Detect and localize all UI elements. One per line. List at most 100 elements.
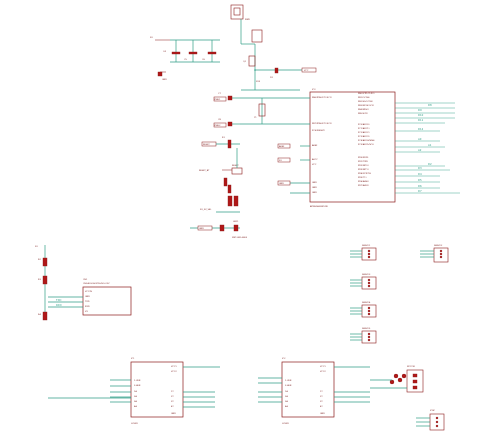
power-led: GND LED1 SMT-LED-0805 [190, 221, 248, 239]
usb-serial-section: CH1 CH340G-SSOP16-NO-OSC VCC3V GND TXD R… [35, 245, 132, 321]
svg-text:GND: GND [171, 413, 176, 415]
svg-text:PD3(INT1): PD3(INT1) [358, 169, 369, 171]
svg-text:PD4(XCK/T0): PD4(XCK/T0) [358, 173, 371, 175]
svg-text:5V: 5V [150, 37, 153, 39]
power-connector-label: PWR [245, 19, 250, 21]
svg-text:PD1(TXD): PD1(TXD) [358, 161, 368, 163]
motor-driver-1-part: L293D [131, 423, 138, 425]
svg-text:SERVO5: SERVO5 [362, 328, 371, 330]
svg-text:3Y: 3Y [320, 401, 323, 403]
svg-text:D1: D1 [270, 77, 274, 79]
svg-text:3A: 3A [285, 400, 288, 403]
usb-serial-part: CH340G-SSOP16-NO-OSC [83, 283, 110, 285]
svg-text:1A: 1A [285, 390, 288, 393]
svg-text:PC4(ADC4/SDA): PC4(ADC4/SDA) [358, 139, 375, 142]
reset-switch [231, 167, 243, 175]
svg-text:SERVO3: SERVO3 [362, 274, 371, 276]
svg-text:SERVO1: SERVO1 [362, 245, 371, 247]
net-aref-label: AREF [279, 145, 285, 148]
svg-text:5V: 5V [279, 160, 282, 162]
net-gnd-label: GND [279, 183, 284, 185]
motor-driver-2-ic [281, 361, 335, 418]
net-xtal2-label: XTAL2 [214, 124, 221, 127]
mcu-section: IC3 ATMEGA328P-MU PB6(XTAL1/TOSC1) PB7(X… [190, 89, 460, 239]
header-j2-body [433, 247, 449, 263]
net-xtal1-label: XTAL1 [214, 98, 221, 101]
usb-serial-ic [82, 286, 132, 316]
svg-text:PD7(AIN1): PD7(AIN1) [358, 184, 369, 187]
svg-text:LED1: LED1 [233, 221, 239, 223]
regulator [251, 29, 263, 43]
svg-text:4A: 4A [285, 405, 288, 408]
svg-text:4Y: 4Y [320, 406, 323, 408]
svg-text:VCC3V: VCC3V [85, 291, 93, 293]
svg-text:D4: D4 [418, 172, 422, 176]
motor-driver-1: IC1 L293D 1-2EN 3-4EN 1A 2A 3A 4A VCC1 V… [48, 358, 220, 425]
svg-text:1-2EN: 1-2EN [134, 380, 141, 382]
svg-text:3Y: 3Y [171, 401, 174, 403]
mcu-part-number: ATMEGA328P-MU [310, 205, 328, 208]
svg-text:D8: D8 [428, 103, 432, 107]
svg-text:PB6(XTAL1/TOSC1): PB6(XTAL1/TOSC1) [312, 96, 332, 99]
svg-text:VCC: VCC [312, 164, 317, 166]
svg-text:GND: GND [199, 228, 204, 230]
svg-text:D2: D2 [428, 162, 432, 166]
svg-text:PD2(INT0): PD2(INT0) [358, 165, 369, 167]
crystal [258, 103, 266, 117]
svg-text:R2: R2 [38, 259, 41, 261]
svg-text:RESET_BT: RESET_BT [199, 170, 210, 172]
svg-text:5V_3V_SEL: 5V_3V_SEL [200, 209, 212, 211]
motor-driver-2-part: L293D [282, 423, 289, 425]
svg-text:3-4EN: 3-4EN [285, 385, 292, 387]
header-j6: ICSP [416, 410, 445, 431]
svg-text:PC0(ADC0): PC0(ADC0) [358, 123, 370, 126]
svg-text:ICSP: ICSP [430, 410, 435, 412]
svg-text:D11: D11 [418, 118, 424, 122]
svg-text:A1: A1 [428, 143, 432, 147]
svg-text:PB3(MOSI/OC2): PB3(MOSI/OC2) [358, 105, 374, 107]
svg-text:PC3(ADC3): PC3(ADC3) [358, 135, 370, 138]
svg-text:D3: D3 [418, 166, 422, 170]
svg-text:D5: D5 [418, 178, 422, 182]
svg-text:3A: 3A [134, 400, 137, 403]
svg-text:PD0(RXD): PD0(RXD) [358, 157, 368, 159]
gnd-symbol-top [157, 71, 163, 77]
svg-text:GND: GND [312, 187, 317, 189]
capacitor-c3 [207, 51, 217, 55]
motor-driver-1-designator: IC1 [131, 358, 135, 360]
svg-text:C4: C4 [163, 51, 166, 53]
svg-text:Y1: Y1 [254, 117, 257, 119]
svg-text:TXD: TXD [85, 301, 90, 303]
svg-text:V3: V3 [85, 311, 88, 313]
svg-text:2Y: 2Y [320, 396, 323, 398]
motor-driver-2: IC2 L293D 1-2EN 3-4EN 1A 2A 3A 4A VCC1 V… [258, 358, 370, 425]
svg-text:3V3: 3V3 [256, 81, 261, 83]
svg-text:SMT-LED-0805: SMT-LED-0805 [232, 237, 248, 239]
mcu-left-wires: Y1 AREF 5V GND [240, 97, 310, 194]
svg-text:3-4EN: 3-4EN [134, 385, 141, 387]
power-input-section: PWR C4 C5 C6 GND 5V Q1 D1 VCC 3V3 [150, 4, 317, 91]
usb-serial-designator: CH1 [83, 279, 88, 281]
motor-output-label: MOTOR [407, 366, 415, 368]
header-j2: SERVO2 [420, 245, 449, 263]
svg-text:PC2(ADC2): PC2(ADC2) [358, 131, 370, 134]
svg-text:2A: 2A [285, 395, 288, 398]
svg-text:D12: D12 [418, 127, 424, 131]
svg-text:5V: 5V [35, 246, 38, 248]
mcu-ic [309, 91, 396, 203]
net-vcc-label: VCC [304, 70, 309, 72]
capacitor-c2 [188, 51, 198, 55]
crystal-caps: C7 XTAL1 C8 XTAL2 [213, 93, 240, 128]
svg-text:1-2EN: 1-2EN [285, 380, 292, 382]
header-j3: SERVO3 [350, 274, 377, 290]
svg-text:GND: GND [320, 413, 325, 415]
svg-text:1Y: 1Y [171, 391, 174, 393]
net-reset-label: RESET [203, 144, 210, 146]
capacitor-c1 [171, 51, 181, 55]
svg-text:C8: C8 [218, 119, 221, 121]
header-j5: SERVO5 [350, 328, 377, 344]
svg-text:PD5(T1): PD5(T1) [358, 177, 367, 179]
svg-text:GND: GND [85, 296, 90, 298]
svg-text:PD6(AIN0): PD6(AIN0) [358, 180, 369, 183]
